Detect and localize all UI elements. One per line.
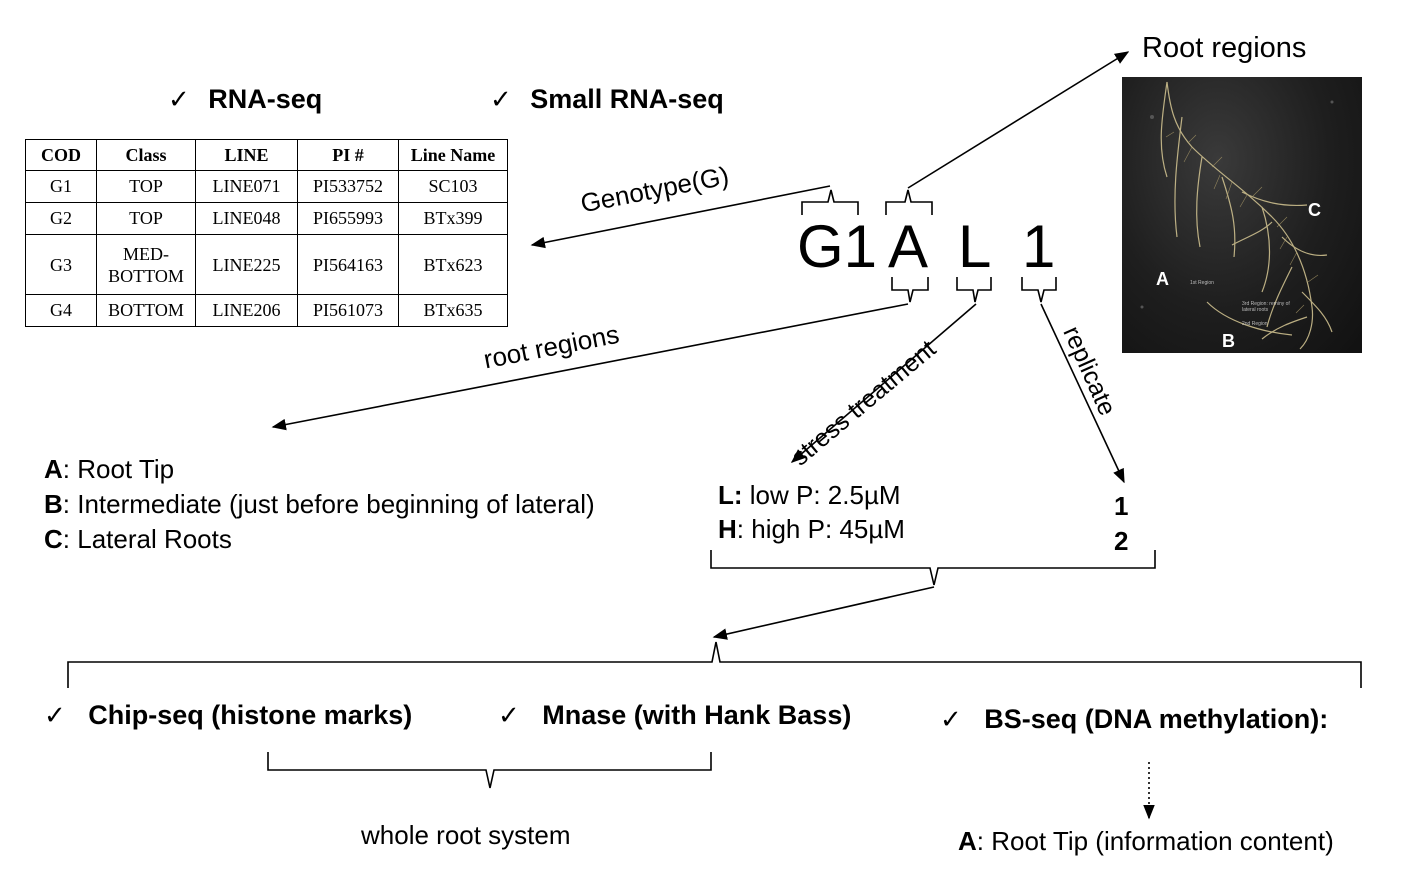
cell-line-name: BTx399 (398, 202, 508, 235)
replicate-1: 1 (1114, 491, 1129, 521)
cell-cod: G1 (25, 170, 97, 203)
region-brace-bottom (891, 277, 929, 303)
region-item-c: C: Lateral Roots (44, 524, 232, 555)
replicate-2: 2 (1114, 526, 1129, 556)
photo-caption-second: 2nd Region (1242, 321, 1268, 327)
header-pi: PI # (297, 139, 399, 171)
cell-class: MED-BOTTOM (96, 234, 196, 295)
table-header-row: COD Class LINE PI # Line Name (25, 139, 508, 171)
root-system-image (1140, 81, 1334, 350)
chip-seq-item: ✓ Chip-seq (histone marks) (44, 700, 412, 731)
code-region: A (888, 213, 929, 280)
code-genotype: G1 (797, 213, 878, 280)
bs-seq-note: A: Root Tip (information content) (958, 826, 1334, 857)
assays-brace (67, 641, 1362, 688)
treatment-text: : high P: 45µM (736, 514, 905, 544)
bs-seq-item: ✓ BS-seq (DNA methylation): (940, 704, 1328, 735)
cell-line-name: BTx635 (398, 294, 508, 327)
treatment-key: L: (718, 480, 743, 510)
code-treatment: L (958, 213, 992, 280)
regions-arrow (271, 303, 909, 431)
checkmark-icon: ✓ (168, 85, 190, 115)
photo-letter-b: B (1222, 331, 1235, 351)
cell-line-name: SC103 (398, 170, 508, 203)
header-class: Class (96, 139, 196, 171)
cell-line: LINE048 (195, 202, 298, 235)
rna-seq-item: ✓ RNA-seq (168, 84, 322, 115)
small-rna-seq-label: Small RNA-seq (530, 84, 724, 114)
mnase-item: ✓ Mnase (with Hank Bass) (498, 700, 851, 731)
treatment-text: low P: 2.5µM (742, 480, 901, 510)
region-key: C (44, 524, 63, 554)
header-line: LINE (195, 139, 298, 171)
cell-line: LINE225 (195, 234, 298, 295)
code-replicate: 1 (1022, 213, 1056, 280)
cell-pi: PI533752 (297, 170, 399, 203)
cell-line: LINE206 (195, 294, 298, 327)
cell-class: BOTTOM (96, 294, 196, 327)
region-key: A (44, 454, 63, 484)
photo-caption-third: 3rd Region: reminy of lateral roots (1242, 301, 1290, 313)
genotype-arrow (530, 185, 831, 249)
cell-class: TOP (96, 170, 196, 203)
treatment-key: H (718, 514, 737, 544)
whole-root-system-label: whole root system (361, 820, 571, 850)
genotype-table: COD Class LINE PI # Line Name G1 TOP LIN… (25, 139, 508, 327)
replicate-brace (1021, 277, 1057, 303)
cell-pi: PI655993 (297, 202, 399, 235)
bs-seq-label: BS-seq (DNA methylation): (984, 704, 1329, 734)
mnase-label: Mnase (with Hank Bass) (542, 700, 852, 730)
photo-caption-first: 1st Region (1190, 280, 1214, 286)
photo-letter-c: C (1308, 200, 1321, 220)
cell-pi: PI561073 (297, 294, 399, 327)
region-text: : Lateral Roots (62, 524, 232, 554)
whole-root-brace (267, 752, 712, 789)
table-row: G4 BOTTOM LINE206 PI561073 BTx635 (25, 294, 508, 327)
checkmark-icon: ✓ (490, 85, 512, 115)
cell-pi: PI564163 (297, 234, 399, 295)
header-cod: COD (25, 139, 97, 171)
bs-seq-note-text: : Root Tip (information content) (976, 826, 1334, 856)
table-row: G3 MED-BOTTOM LINE225 PI564163 BTx623 (25, 234, 508, 295)
cell-line: LINE071 (195, 170, 298, 203)
checkmark-icon: ✓ (44, 701, 66, 731)
region-item-b: B: Intermediate (just before beginning o… (44, 489, 595, 520)
cell-cod: G2 (25, 202, 97, 235)
treatment-item-low: L: low P: 2.5µM (718, 480, 901, 511)
region-key: B (44, 489, 63, 519)
photo-letter-a: A (1156, 269, 1169, 289)
checkmark-icon: ✓ (940, 705, 962, 735)
treatment-item-high: H: high P: 45µM (718, 514, 905, 545)
cell-cod: G3 (25, 234, 97, 295)
replicate-arrow (1040, 303, 1125, 484)
table-row: G2 TOP LINE048 PI655993 BTx399 (25, 202, 508, 235)
region-item-a: A: Root Tip (44, 454, 174, 485)
cell-cod: G4 (25, 294, 97, 327)
bs-seq-note-key: A (958, 826, 977, 856)
table-row: G1 TOP LINE071 PI533752 SC103 (25, 170, 508, 203)
rna-seq-label: RNA-seq (208, 84, 323, 114)
root-regions-photo-title: Root regions (1142, 32, 1307, 64)
cell-class: TOP (96, 202, 196, 235)
combination-brace (710, 550, 1156, 586)
cell-line-name: BTx623 (398, 234, 508, 295)
header-line-name: Line Name (398, 139, 508, 171)
region-brace-top (885, 189, 933, 215)
region-text: : Root Tip (62, 454, 175, 484)
genotype-brace (801, 189, 859, 215)
combination-arrow (712, 586, 935, 640)
small-rna-seq-item: ✓ Small RNA-seq (490, 84, 724, 115)
chip-seq-label: Chip-seq (histone marks) (88, 700, 413, 730)
region-text: : Intermediate (just before beginning of… (62, 489, 595, 519)
treatment-arrow (790, 303, 977, 463)
treatment-brace (956, 277, 992, 303)
checkmark-icon: ✓ (498, 701, 520, 731)
photo-arrow (907, 51, 1130, 189)
root-photo: A B C 1st Region 3rd Region: reminy of l… (1122, 77, 1362, 353)
